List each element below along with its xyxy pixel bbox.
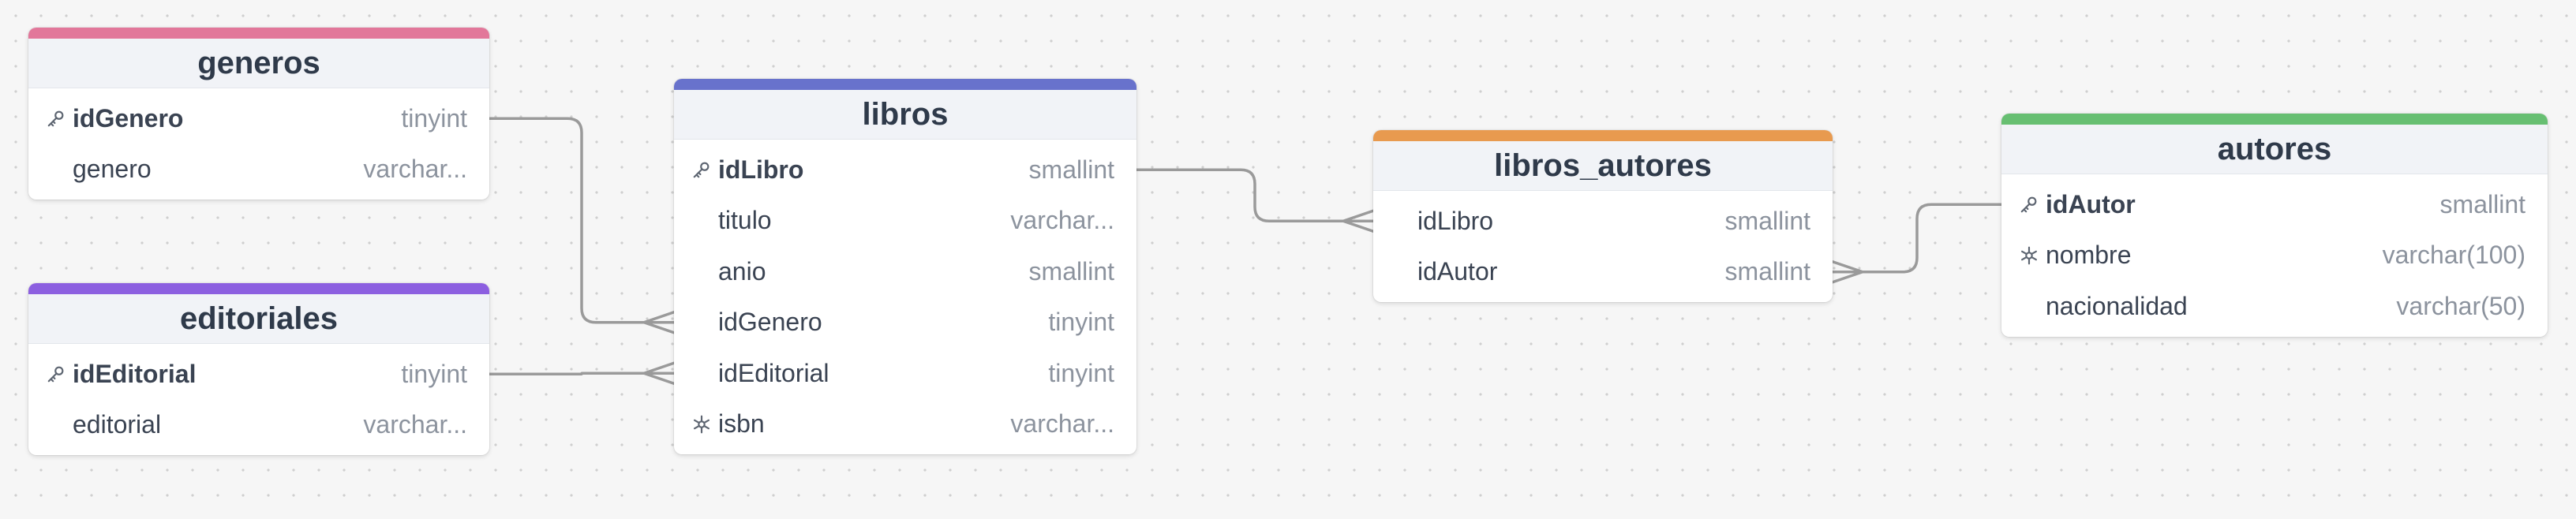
column-name: nombre bbox=[2046, 241, 2132, 270]
column-row[interactable]: idEditorial tinyint bbox=[28, 349, 489, 400]
crows-foot-marker bbox=[1342, 209, 1375, 233]
column-type: varchar... bbox=[363, 410, 467, 439]
column-row[interactable]: anio smallint bbox=[674, 246, 1136, 297]
column-name: editorial bbox=[73, 410, 162, 439]
column-row[interactable]: idLibro smallint bbox=[674, 144, 1136, 196]
table-color-bar bbox=[674, 79, 1136, 90]
column-name: idEditorial bbox=[73, 359, 197, 388]
table-title: editoriales bbox=[28, 294, 489, 344]
column-name: idAutor bbox=[1417, 257, 1498, 286]
column-type: tinyint bbox=[1048, 308, 1114, 337]
table-color-bar bbox=[28, 283, 489, 294]
relationship-edge[interactable] bbox=[1831, 203, 2001, 284]
table-title: libros bbox=[674, 90, 1136, 140]
relationship-edge[interactable] bbox=[489, 117, 676, 334]
column-row[interactable]: editorial varchar... bbox=[28, 400, 489, 451]
table-title: autores bbox=[2001, 125, 2548, 174]
column-list: idLibro smallint titulo varchar... anio … bbox=[674, 140, 1136, 454]
table-color-bar bbox=[2001, 114, 2548, 125]
primary-key-icon bbox=[2019, 194, 2046, 215]
column-row[interactable]: idAutor smallint bbox=[1373, 247, 1833, 298]
column-type: smallint bbox=[2439, 189, 2525, 218]
column-type: varchar(100) bbox=[2382, 241, 2525, 270]
column-type: smallint bbox=[1028, 155, 1114, 184]
column-row[interactable]: nacionalidad varchar(50) bbox=[2001, 281, 2548, 332]
column-name: idLibro bbox=[1417, 206, 1494, 235]
primary-key-icon bbox=[46, 108, 73, 129]
unique-icon bbox=[2019, 245, 2046, 266]
column-name: isbn bbox=[718, 409, 765, 439]
column-type: varchar(50) bbox=[2396, 291, 2525, 320]
unique-icon bbox=[691, 414, 718, 435]
column-name: idGenero bbox=[73, 103, 184, 133]
table-color-bar bbox=[1373, 130, 1833, 141]
column-name: anio bbox=[718, 256, 766, 286]
column-name: nacionalidad bbox=[2046, 291, 2188, 320]
crows-foot-marker bbox=[642, 361, 676, 385]
column-row[interactable]: isbn varchar... bbox=[674, 399, 1136, 450]
column-name: idAutor bbox=[2046, 189, 2136, 218]
column-row[interactable]: idEditorial tinyint bbox=[674, 348, 1136, 399]
column-type: smallint bbox=[1724, 257, 1810, 286]
column-row[interactable]: idAutor smallint bbox=[2001, 179, 2548, 230]
table-libros-autores[interactable]: libros_autores idLibro smallint idAutor … bbox=[1373, 130, 1833, 302]
relationship-edge[interactable] bbox=[489, 361, 676, 385]
table-editoriales[interactable]: editoriales idEditorial tinyint editoria… bbox=[28, 283, 489, 455]
relationship-edge[interactable] bbox=[1136, 168, 1375, 233]
crows-foot-marker bbox=[642, 311, 676, 334]
column-list: idGenero tinyint genero varchar... bbox=[28, 88, 489, 200]
column-type: tinyint bbox=[401, 359, 467, 388]
table-title: libros_autores bbox=[1373, 141, 1833, 191]
table-title: generos bbox=[28, 39, 489, 88]
table-color-bar bbox=[28, 28, 489, 39]
column-list: idEditorial tinyint editorial varchar... bbox=[28, 344, 489, 455]
primary-key-icon bbox=[46, 364, 73, 384]
column-type: varchar... bbox=[1010, 206, 1114, 235]
table-libros[interactable]: libros idLibro smallint titulo varchar..… bbox=[674, 79, 1136, 454]
crows-foot-marker bbox=[1831, 260, 1864, 284]
column-name: idLibro bbox=[718, 155, 804, 184]
column-name: genero bbox=[73, 155, 152, 184]
column-type: smallint bbox=[1724, 206, 1810, 235]
column-row[interactable]: idGenero tinyint bbox=[674, 297, 1136, 349]
column-name: titulo bbox=[718, 206, 772, 235]
column-row[interactable]: titulo varchar... bbox=[674, 196, 1136, 247]
column-type: smallint bbox=[1028, 256, 1114, 286]
table-generos[interactable]: generos idGenero tinyint genero varchar.… bbox=[28, 28, 489, 200]
column-type: tinyint bbox=[1048, 358, 1114, 387]
column-row[interactable]: idLibro smallint bbox=[1373, 196, 1833, 247]
column-name: idEditorial bbox=[718, 358, 829, 387]
column-list: idLibro smallint idAutor smallint bbox=[1373, 191, 1833, 302]
column-type: varchar... bbox=[1010, 409, 1114, 439]
column-type: varchar... bbox=[363, 155, 467, 184]
column-row[interactable]: genero varchar... bbox=[28, 144, 489, 196]
column-list: idAutor smallint nombre varchar(100) nac… bbox=[2001, 174, 2548, 337]
column-type: tinyint bbox=[401, 103, 467, 133]
primary-key-icon bbox=[691, 159, 718, 180]
column-row[interactable]: nombre varchar(100) bbox=[2001, 230, 2548, 282]
column-row[interactable]: idGenero tinyint bbox=[28, 93, 489, 144]
table-autores[interactable]: autores idAutor smallint nombre varchar(… bbox=[2001, 114, 2548, 337]
column-name: idGenero bbox=[718, 308, 822, 337]
